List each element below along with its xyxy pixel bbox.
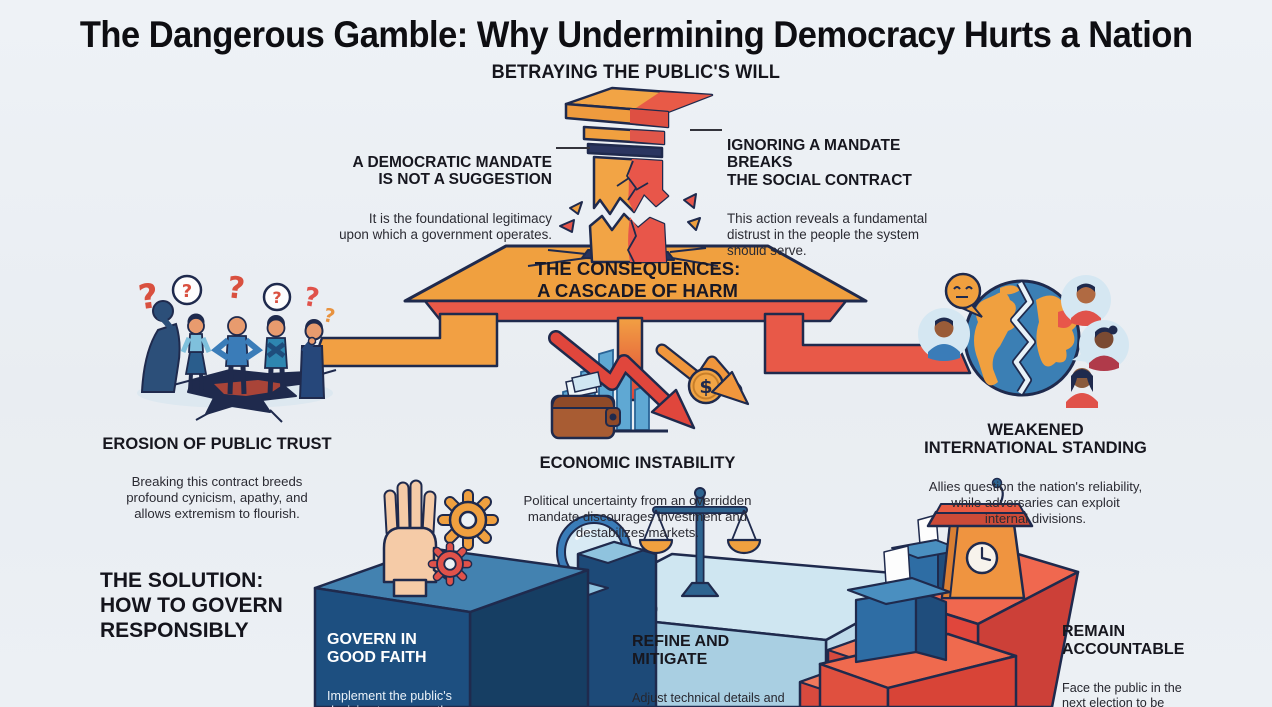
consequence-international: WEAKENED INTERNATIONAL STANDING Allies q… — [898, 403, 1173, 544]
avatar-icon — [918, 308, 970, 361]
right-note-body: This action reveals a fundamental distru… — [727, 211, 928, 259]
podium-clock-icon — [926, 477, 1034, 600]
avatar-icon — [1061, 275, 1111, 326]
questioning-crowd-crack-icon: ? ? ? ? ? ? — [136, 270, 337, 423]
step3-body: Face the public in the next election to … — [1062, 680, 1182, 707]
wallet-icon — [550, 371, 621, 440]
right-pillar-note: IGNORING A MANDATE BREAKS THE SOCIAL CON… — [727, 119, 962, 277]
declining-market-icon: $ — [548, 330, 750, 440]
dollar-coin-icon: $ — [687, 367, 725, 405]
economy-heading: ECONOMIC INSTABILITY — [539, 454, 736, 472]
right-note-heading: IGNORING A MANDATE BREAKS THE SOCIAL CON… — [727, 137, 912, 189]
left-note-body: It is the foundational legitimacy upon w… — [339, 210, 552, 242]
economy-body: Political uncertainty from an overridden… — [523, 493, 752, 541]
main-subtitle: BETRAYING THE PUBLIC'S WILL — [491, 62, 781, 83]
solution-step-1: GOVERN IN GOOD FAITH Implement the publi… — [327, 613, 482, 707]
svg-text:?: ? — [322, 304, 337, 328]
consequence-economy: ECONOMIC INSTABILITY Political uncertain… — [490, 436, 785, 559]
balance-scale-icon — [638, 487, 762, 598]
international-body: Allies question the nation's reliability… — [928, 478, 1143, 526]
speech-bubble-icon — [944, 272, 983, 318]
solution-step-2: REFINE AND MITIGATE Adjust technical det… — [632, 615, 824, 707]
erosion-heading: EROSION OF PUBLIC TRUST — [102, 435, 332, 453]
cascade-arrow-left-icon — [310, 312, 499, 368]
left-note-heading: A DEMOCRATIC MANDATE IS NOT A SUGGESTION — [352, 154, 552, 189]
avatar-icon — [1066, 368, 1098, 408]
international-heading: WEAKENED INTERNATIONAL STANDING — [924, 421, 1147, 458]
right-note-connector-line — [690, 129, 722, 131]
step2-body: Adjust technical details and manage cons… — [632, 690, 785, 707]
svg-text:?: ? — [301, 282, 321, 314]
svg-text:?: ? — [272, 288, 281, 307]
consequences-banner-shape — [403, 244, 868, 323]
left-note-connector-line — [556, 147, 590, 149]
main-title: The Dangerous Gamble: Why Undermining De… — [79, 14, 1193, 55]
cracked-globe-icon — [918, 272, 1129, 408]
svg-text:?: ? — [226, 270, 247, 307]
step3-heading: REMAIN ACCOUNTABLE — [1062, 623, 1185, 658]
solution-step-3: REMAIN ACCOUNTABLE Face the public in th… — [1062, 605, 1242, 707]
speech-bubble-icon — [171, 274, 203, 306]
downtrend-arrow-icon — [548, 330, 696, 430]
erosion-body: Breaking this contract breeds profound c… — [126, 474, 308, 522]
solution-stairs-2 — [798, 632, 1018, 707]
svg-text:$: $ — [699, 376, 712, 398]
gear-icon — [427, 541, 473, 587]
svg-text:?: ? — [136, 276, 161, 318]
step1-heading: GOVERN IN GOOD FAITH — [327, 631, 427, 666]
solution-block-1 — [313, 546, 590, 707]
broken-pillar-icon — [527, 86, 719, 267]
consequences-banner-title: THE CONSEQUENCES: A CASCADE OF HARM — [534, 258, 741, 301]
step2-heading: REFINE AND MITIGATE — [632, 633, 730, 668]
left-pillar-note: A DEMOCRATIC MANDATE IS NOT A SUGGESTION… — [320, 136, 552, 261]
speech-bubble-icon — [262, 282, 292, 312]
solution-steps-illustration — [313, 477, 1080, 707]
gear-icon — [437, 489, 499, 551]
svg-text:?: ? — [182, 281, 192, 302]
ballot-box-icon — [846, 545, 952, 664]
dollar-arrow-icon: $ — [655, 343, 750, 406]
avatar-icon — [1072, 320, 1129, 371]
consequence-erosion: EROSION OF PUBLIC TRUST Breaking this co… — [92, 417, 342, 540]
step1-body: Implement the public's decision transpar… — [327, 688, 452, 707]
solution-section-title: THE SOLUTION: HOW TO GOVERN RESPONSIBLY — [100, 569, 283, 643]
